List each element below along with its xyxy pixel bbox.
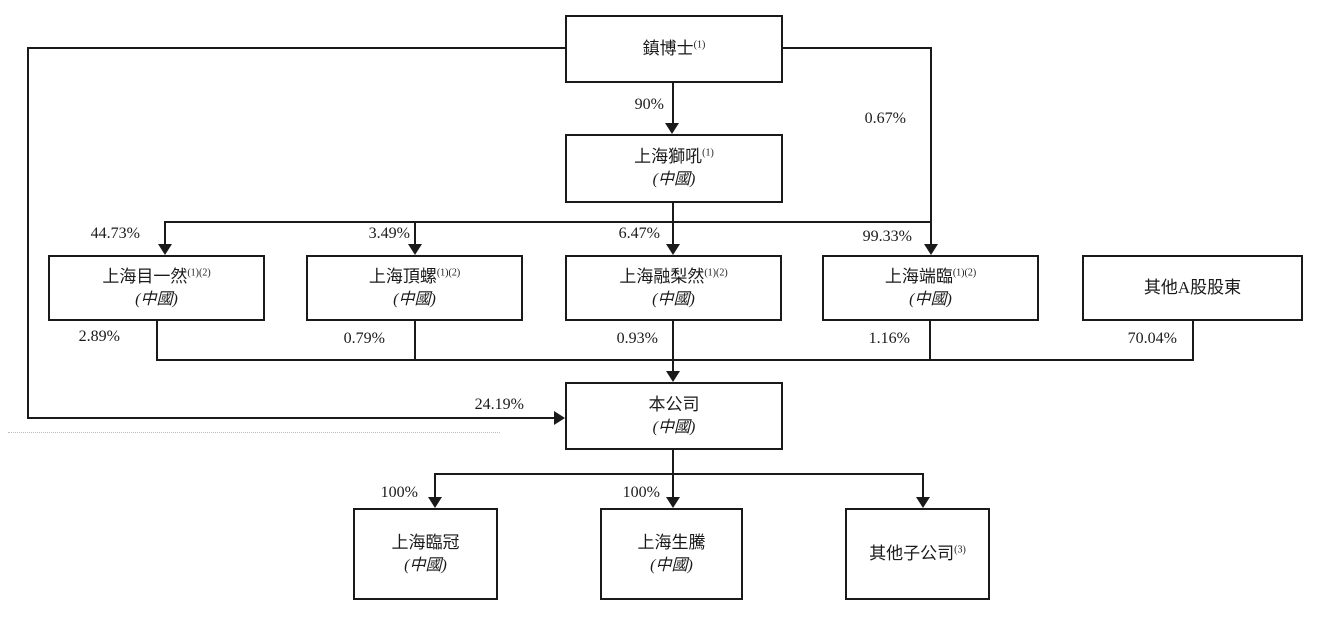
node-title: 上海目一然(1)(2) <box>102 265 210 289</box>
pct-zhen-company: 24.19% <box>474 396 524 413</box>
node-name: 本公司 <box>648 394 700 414</box>
node-title: 上海頂螺(1)(2) <box>369 265 460 289</box>
node-title: 本公司 <box>649 393 700 417</box>
node-place: (中國) <box>404 556 447 574</box>
node-shanghai-linguan: 上海臨冠 (中國) <box>353 508 498 600</box>
pct-shihou-muyiran: 44.73% <box>90 225 140 242</box>
connector-company-down <box>672 450 674 475</box>
drop-other-subs <box>922 473 924 499</box>
connector-zhen-left-trunk <box>27 47 29 419</box>
node-company: 本公司 (中國) <box>565 382 783 450</box>
node-footnote: (3) <box>954 544 966 556</box>
node-place: (中國) <box>652 171 696 189</box>
connector-shihou-down <box>672 203 674 223</box>
node-footnote: (1)(2) <box>952 267 977 279</box>
node-name: 上海融梨然 <box>619 266 705 286</box>
pct-dingluo-company: 0.79% <box>343 330 385 347</box>
pct-shihou-rongliran: 6.47% <box>618 225 660 242</box>
node-place: (中國) <box>652 418 696 436</box>
node-name: 上海臨冠 <box>391 532 460 552</box>
node-place: (中國) <box>652 290 695 308</box>
node-title: 鎮博士(1) <box>643 37 706 61</box>
drop-linguan <box>434 473 436 499</box>
arrowhead-right-icon <box>554 411 565 425</box>
node-title: 上海臨冠 <box>392 531 460 555</box>
node-name: 鎮博士 <box>642 39 694 59</box>
node-shanghai-shihou: 上海獅吼(1) (中國) <box>565 134 783 203</box>
connector-zhen-shihou <box>672 83 674 125</box>
connector-zhen-right <box>783 47 932 49</box>
pct-othera-company: 70.04% <box>1127 330 1177 347</box>
out-duanlin <box>929 321 931 361</box>
node-title: 上海生騰 <box>638 531 706 555</box>
node-title: 上海端臨(1)(2) <box>885 265 976 289</box>
dotted-rule <box>8 432 500 433</box>
node-footnote: (1) <box>693 39 706 51</box>
pct-muyiran-company: 2.89% <box>78 328 120 345</box>
node-name: 上海頂螺 <box>368 266 437 286</box>
arrowhead-down-icon <box>158 244 172 255</box>
connector-zhen-left <box>27 47 565 49</box>
node-name: 其他子公司 <box>869 544 955 564</box>
connector-zhen-duanlin <box>930 47 932 246</box>
node-place: (中國) <box>650 556 693 574</box>
connector-bottom-distribution <box>434 473 924 475</box>
pct-company-linguan: 100% <box>380 484 418 501</box>
pct-zhen-shihou: 90% <box>634 96 664 113</box>
connector-into-company <box>672 359 674 373</box>
drop-shengteng <box>672 473 674 499</box>
connector-collector <box>156 359 1194 361</box>
connector-zhen-company <box>27 417 557 419</box>
out-rongliran <box>672 321 674 361</box>
node-other-a-shareholders: 其他A股股東 <box>1082 255 1303 321</box>
pct-zhen-duanlin: 0.67% <box>864 110 906 127</box>
out-muyiran <box>156 321 158 361</box>
pct-company-shengteng: 100% <box>622 484 660 501</box>
node-other-subsidiaries: 其他子公司(3) <box>845 508 990 600</box>
arrowhead-down-icon <box>666 371 680 382</box>
node-shanghai-dingluo: 上海頂螺(1)(2) (中國) <box>306 255 523 321</box>
pct-shihou-duanlin: 99.33% <box>862 228 912 245</box>
pct-duanlin-company: 1.16% <box>868 330 910 347</box>
arrowhead-down-icon <box>666 244 680 255</box>
arrowhead-down-icon <box>428 497 442 508</box>
arrowhead-down-icon <box>924 244 938 255</box>
arrowhead-down-icon <box>408 244 422 255</box>
pct-shihou-dingluo: 3.49% <box>368 225 410 242</box>
node-title: 上海融梨然(1)(2) <box>619 265 727 289</box>
connector-distribution <box>164 221 932 223</box>
out-other-a <box>1192 321 1194 361</box>
node-footnote: (1)(2) <box>187 267 211 279</box>
arrowhead-down-icon <box>916 497 930 508</box>
drop-muyiran <box>164 221 166 246</box>
node-place: (中國) <box>909 290 952 308</box>
node-place: (中國) <box>393 290 436 308</box>
drop-rongliran <box>672 221 674 246</box>
node-name: 上海生騰 <box>637 532 706 552</box>
node-footnote: (1) <box>702 147 714 159</box>
node-name: 其他A股股東 <box>1143 278 1242 298</box>
node-dr-zhen: 鎮博士(1) <box>565 15 783 83</box>
node-place: (中國) <box>135 290 178 308</box>
drop-dingluo <box>414 221 416 246</box>
node-name: 上海端臨 <box>884 266 953 286</box>
node-footnote: (1)(2) <box>704 267 728 279</box>
pct-rongliran-company: 0.93% <box>616 330 658 347</box>
node-title: 其他A股股東 <box>1144 276 1241 300</box>
node-shanghai-shengteng: 上海生騰 (中國) <box>600 508 743 600</box>
node-title: 其他子公司(3) <box>869 542 966 566</box>
node-footnote: (1)(2) <box>436 267 461 279</box>
node-name: 上海目一然 <box>102 266 188 286</box>
arrowhead-down-icon <box>665 123 679 134</box>
arrowhead-down-icon <box>666 497 680 508</box>
node-shanghai-duanlin: 上海端臨(1)(2) (中國) <box>822 255 1039 321</box>
node-shanghai-rongliran: 上海融梨然(1)(2) (中國) <box>565 255 782 321</box>
node-title: 上海獅吼(1) <box>634 145 714 169</box>
node-shanghai-muyiran: 上海目一然(1)(2) (中國) <box>48 255 265 321</box>
node-name: 上海獅吼 <box>634 147 703 167</box>
out-dingluo <box>414 321 416 361</box>
